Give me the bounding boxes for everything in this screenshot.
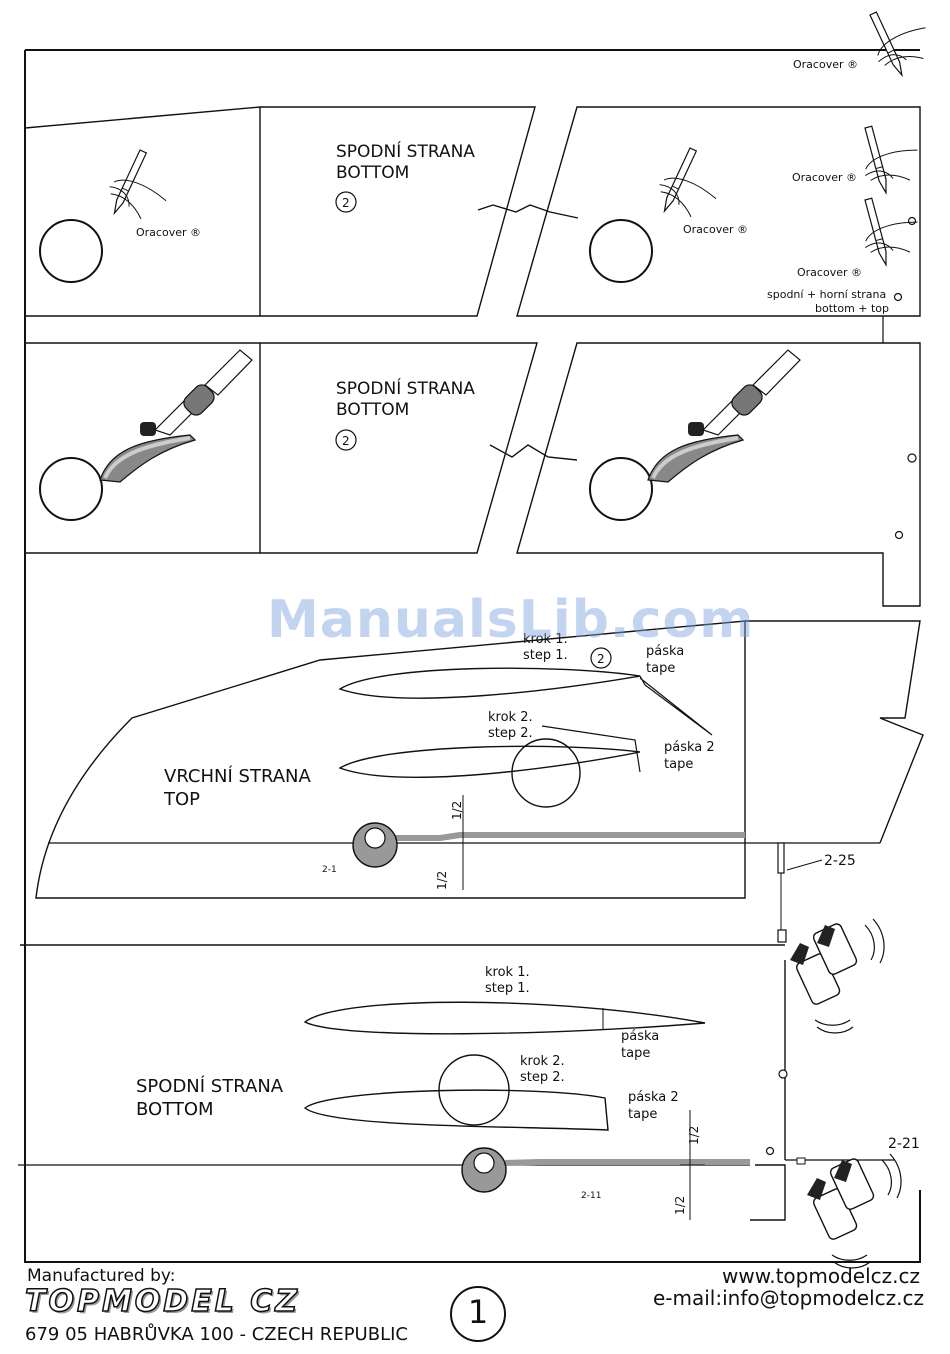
part-label: 2-25 — [824, 853, 856, 869]
bottom-top-label: bottom + top — [815, 302, 889, 315]
krok1-label: krok 1. — [485, 965, 530, 980]
oracover-label: Oracover ® — [797, 266, 862, 279]
part-label: 2-1 — [322, 865, 337, 875]
paska2-label: páska 2 — [628, 1090, 679, 1105]
step1-label: step 1. — [523, 648, 568, 663]
half-dimension: 1/2 — [435, 871, 449, 890]
step2-label: step 2. — [520, 1070, 565, 1085]
paska-label: páska — [646, 644, 684, 659]
step-number: 2 — [597, 652, 605, 666]
step-number: 2 — [342, 434, 350, 448]
email-link[interactable]: e-mail:info@topmodelcz.cz — [652, 1286, 924, 1310]
tape-label: tape — [664, 757, 693, 772]
oracover-label: Oracover ® — [792, 171, 857, 184]
step-number: 2 — [342, 196, 350, 210]
krok2-label: krok 2. — [520, 1054, 565, 1069]
oracover-label: Oracover ® — [136, 226, 201, 239]
half-dimension: 1/2 — [673, 1196, 687, 1215]
section-title: SPODNÍ STRANA — [336, 140, 475, 162]
step1-label: step 1. — [485, 981, 530, 996]
step2-label: step 2. — [488, 726, 533, 741]
krok1-label: krok 1. — [523, 632, 568, 647]
paska-label: páska — [621, 1029, 659, 1044]
tape-label: tape — [628, 1107, 657, 1122]
krok2-label: krok 2. — [488, 710, 533, 725]
half-dimension: 1/2 — [450, 801, 464, 820]
oracover-label: Oracover ® — [793, 58, 858, 71]
page-number: 1 — [467, 1293, 489, 1331]
spodni-horni-label: spodní + horní strana — [767, 288, 886, 301]
brand-logo: TOPMODEL CZ — [24, 1283, 301, 1320]
manufactured-by: Manufactured by: — [27, 1266, 176, 1286]
section-subtitle: BOTTOM — [336, 163, 409, 183]
tape-label: tape — [621, 1046, 650, 1061]
watermark: ManualsLib.com — [267, 590, 755, 650]
section-subtitle: BOTTOM — [336, 400, 409, 420]
section-title: VRCHNÍ STRANA — [164, 765, 311, 787]
paska2-label: páska 2 — [664, 740, 715, 755]
part-label: 2-11 — [581, 1191, 601, 1201]
part-label: 2-21 — [888, 1136, 920, 1152]
company-address: 679 05 HABRŮVKA 100 - CZECH REPUBLIC — [25, 1324, 408, 1345]
tape-label: tape — [646, 661, 675, 676]
page-number-circle — [450, 1286, 506, 1342]
section-subtitle: BOTTOM — [136, 1099, 214, 1120]
oracover-label: Oracover ® — [683, 223, 748, 236]
half-dimension: 1/2 — [687, 1126, 701, 1145]
website-link[interactable]: www.topmodelcz.cz — [722, 1264, 920, 1288]
section-title: SPODNÍ STRANA — [336, 377, 475, 399]
section-title: SPODNÍ STRANA — [136, 1075, 284, 1097]
section-subtitle: TOP — [163, 789, 200, 810]
